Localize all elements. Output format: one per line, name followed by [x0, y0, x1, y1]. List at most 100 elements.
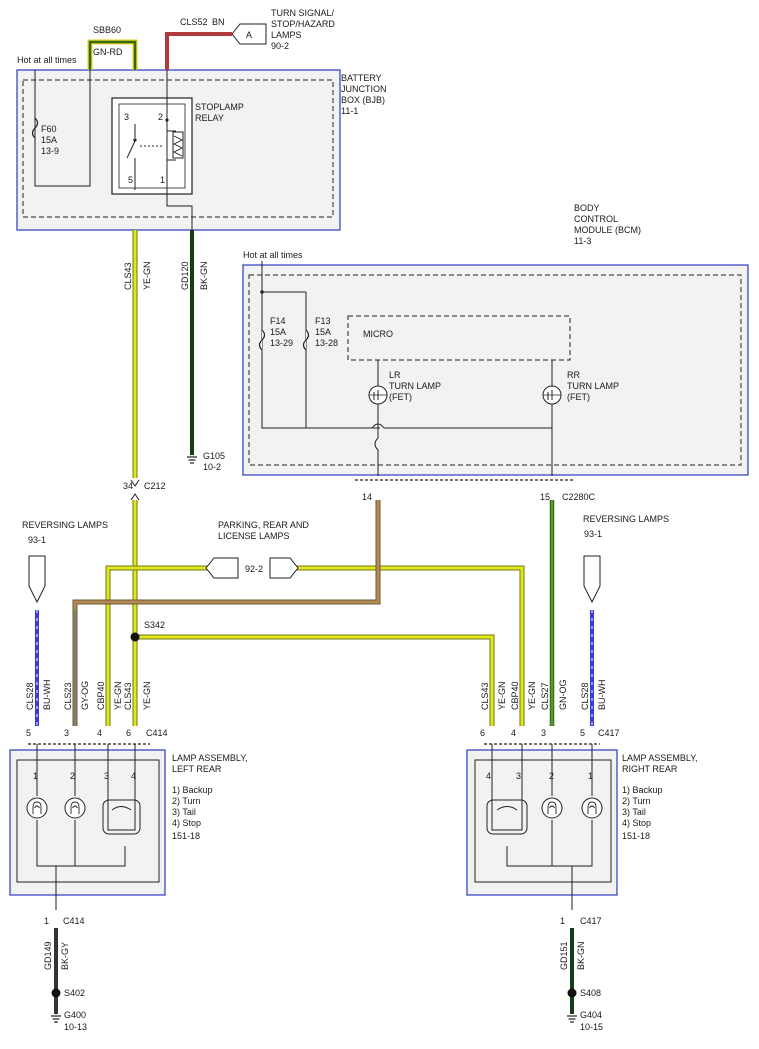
left-legend-2: 2) Turn [172, 796, 201, 806]
bcm-title-line-4: 11-3 [574, 236, 591, 246]
bcm-title-line-3: MODULE (BCM) [574, 225, 641, 235]
left-bulb-num-3: 3 [104, 771, 109, 781]
bcm-wire-crossover [371, 423, 385, 429]
left-wire-1-color: BU-WH [42, 680, 52, 711]
left-dual-bulb-frame [102, 799, 141, 835]
ground-g105-label: G105 [203, 451, 225, 461]
relay-pin-5: 5 [128, 175, 133, 185]
left-pin-5: 5 [26, 728, 31, 738]
bjb-title-line-2: JUNCTION [341, 84, 387, 94]
bcm-hot-at-all-times: Hot at all times [243, 250, 303, 260]
wire-s342-crossfeed [135, 634, 495, 726]
bcm-fet-output [374, 404, 553, 476]
fuse-f13-symbol [302, 329, 310, 351]
wire-gd149-color: BK-GY [60, 942, 70, 970]
splice-s342-dot [130, 632, 140, 642]
bcm-micro [347, 315, 571, 361]
fuse-f13-line-1: F13 [315, 316, 331, 326]
wire-cls43-color-label: YE-GN [142, 261, 152, 290]
turn-signal-ref-line-4: 90-2 [271, 41, 289, 51]
turn-signal-ref-line-2: STOP/HAZARD [271, 19, 335, 29]
stoplamp-relay-inner [118, 103, 186, 189]
ground-g105-ref: 10-2 [203, 462, 221, 472]
c212-label: C212 [144, 481, 166, 491]
left-legend-3: 3) Tail [172, 807, 196, 817]
left-wire-1-circuit: CLS28 [25, 682, 35, 710]
fuse-f13-line-3: 13-28 [315, 338, 338, 348]
bjb-module-inner [22, 79, 334, 218]
wire-gd120-circuit-label: GD120 [180, 261, 190, 290]
left-wire-2-circuit: CLS23 [63, 682, 73, 710]
bjb-title-line-4: 11-1 [341, 106, 358, 116]
fuse-f14-line-1: F14 [270, 316, 286, 326]
rr-turn-fet-symbol [542, 385, 562, 405]
right-bulb-num-3: 3 [516, 771, 521, 781]
bcm-module [242, 264, 749, 476]
right-bulb-num-4: 4 [486, 771, 491, 781]
splice-s408-label: S408 [580, 988, 601, 998]
relay-coil [172, 131, 184, 159]
rr-turn-lamp-line-1: RR [567, 370, 580, 380]
fuse-f60-line-2: 15A [41, 135, 57, 145]
ground-g404-ref: 10-15 [580, 1022, 603, 1032]
ground-g400-label: G400 [64, 1010, 86, 1020]
right-legend-1: 1) Backup [622, 785, 663, 795]
right-pin-3: 3 [541, 728, 546, 738]
relay-pin-1: 1 [160, 175, 165, 185]
relay-pin-3: 3 [124, 112, 129, 122]
left-assy-title-2: LEFT REAR [172, 764, 222, 774]
right-wire-2-circuit: CBP40 [510, 681, 520, 710]
left-legend-4: 4) Stop [172, 818, 201, 828]
rev-right-line-1: REVERSING LAMPS [583, 514, 669, 524]
left-legend-1: 1) Backup [172, 785, 213, 795]
splice-s402-label: S402 [64, 988, 85, 998]
right-legend-3: 3) Tail [622, 807, 646, 817]
c212-pin-34: 34 [123, 481, 133, 491]
bcm-pin-15: 15 [540, 492, 550, 502]
left-connector-c414: C414 [146, 728, 168, 738]
splice-s402-dot [51, 988, 61, 998]
connector-c2280c-label: C2280C [562, 492, 596, 502]
left-turn-bulb [64, 797, 86, 819]
fuse-f60-symbol [31, 117, 39, 139]
bjb-title-line-3: BOX (BJB) [341, 95, 385, 105]
left-wire-4-circuit: CLS43 [123, 682, 133, 710]
splice-s408-dot [567, 988, 577, 998]
ground-g400-ref: 10-13 [64, 1022, 87, 1032]
fuse-f60-line-1: F60 [41, 124, 57, 134]
rev-left-line-2: 93-1 [28, 535, 46, 545]
rev-left-connector [28, 555, 46, 604]
right-legend-2: 2) Turn [622, 796, 651, 806]
left-wire-4-color: YE-GN [142, 681, 152, 710]
ground-g400-symbol [50, 1015, 62, 1023]
parking-lamps-ref: 92-2 [245, 564, 263, 574]
wire-sbb60-tracer [88, 40, 137, 70]
bcm-title-line-2: CONTROL [574, 214, 618, 224]
right-assy-title-1: LAMP ASSEMBLY, [622, 753, 698, 763]
lr-turn-lamp-line-1: LR [389, 370, 401, 380]
rev-right-connector [583, 555, 601, 604]
ground-g404-label: G404 [580, 1010, 602, 1020]
wire-sbb60-circuit: SBB60 [93, 25, 121, 35]
right-connector-c417: C417 [598, 728, 620, 738]
fuse-f14-line-2: 15A [270, 327, 286, 337]
left-bulb-num-1: 1 [33, 771, 38, 781]
connector-parking-right [269, 557, 299, 579]
right-wire-4-color: BU-WH [597, 680, 607, 711]
wire-cls52-color: BN [212, 17, 225, 27]
wire-cls52 [165, 32, 232, 70]
right-lamp-wiring [491, 744, 593, 910]
rev-right-line-2: 93-1 [584, 529, 602, 539]
parking-lamps-line-1: PARKING, REAR AND [218, 520, 309, 530]
right-legend-4: 4) Stop [622, 818, 651, 828]
relay-switch [126, 124, 136, 190]
left-bulb-num-2: 2 [70, 771, 75, 781]
bjb-hot-at-all-times: Hot at all times [17, 55, 77, 65]
right-pin-6: 6 [480, 728, 485, 738]
relay-label-line-2: RELAY [195, 113, 224, 123]
wire-gd151-color: BK-GN [576, 941, 586, 970]
left-lamp-assembly-inner [16, 759, 160, 883]
left-ground-pin: 1 [44, 916, 49, 926]
right-lamp-assembly-inner [474, 759, 612, 883]
